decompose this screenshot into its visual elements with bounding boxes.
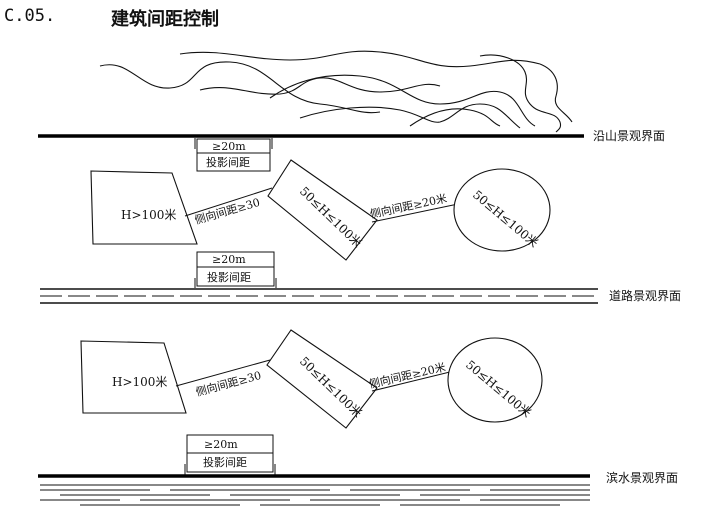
mid-building-lower [266,329,378,429]
mountain-boundary-label: 沿山景观界面 [593,129,665,143]
round-building-upper [453,168,551,252]
setback-bracket-mountain [194,138,273,172]
road-boundary-line [40,288,598,304]
round-building-lower [447,337,543,423]
setback-label-mountain: ≥20m [212,140,246,153]
page-title: 建筑间距控制 [111,9,219,30]
projection-label-water: 投影间距 [203,455,247,469]
water-ripples [40,484,590,506]
projection-label-mountain: 投影间距 [206,155,250,169]
projection-label-road: 投影间距 [207,270,251,284]
lateral-label-lower-30: 侧向间距≥30 [194,368,263,399]
lateral-link-upper-1 [184,187,273,217]
water-boundary-label: 滨水景观界面 [606,470,678,485]
tall-building-label-upper: H>100米 [121,208,176,222]
lateral-link-lower-1 [175,359,271,387]
setback-bracket-road [194,251,277,288]
lateral-link-lower-2 [371,370,455,392]
lateral-link-upper-2 [371,203,459,223]
lateral-label-upper-20: 侧向间距≥20米 [369,191,448,221]
setback-label-water: ≥20m [204,438,238,451]
page-header: C.05. 建筑间距控制 [0,0,702,40]
lateral-label-upper-30: 侧向间距≥30 [193,195,261,227]
mountain-contours [99,50,573,133]
tall-building-upper [90,170,198,245]
section-number: C.05. [4,6,56,26]
tall-building-lower [80,340,187,414]
setback-label-road: ≥20m [212,253,246,266]
setback-bracket-water [184,434,276,475]
mid-building-upper [267,159,378,261]
tall-building-label-lower: H>100米 [112,375,167,389]
road-boundary-label: 道路景观界面 [609,288,681,303]
lateral-label-lower-20: 侧向间距≥20米 [368,360,447,391]
